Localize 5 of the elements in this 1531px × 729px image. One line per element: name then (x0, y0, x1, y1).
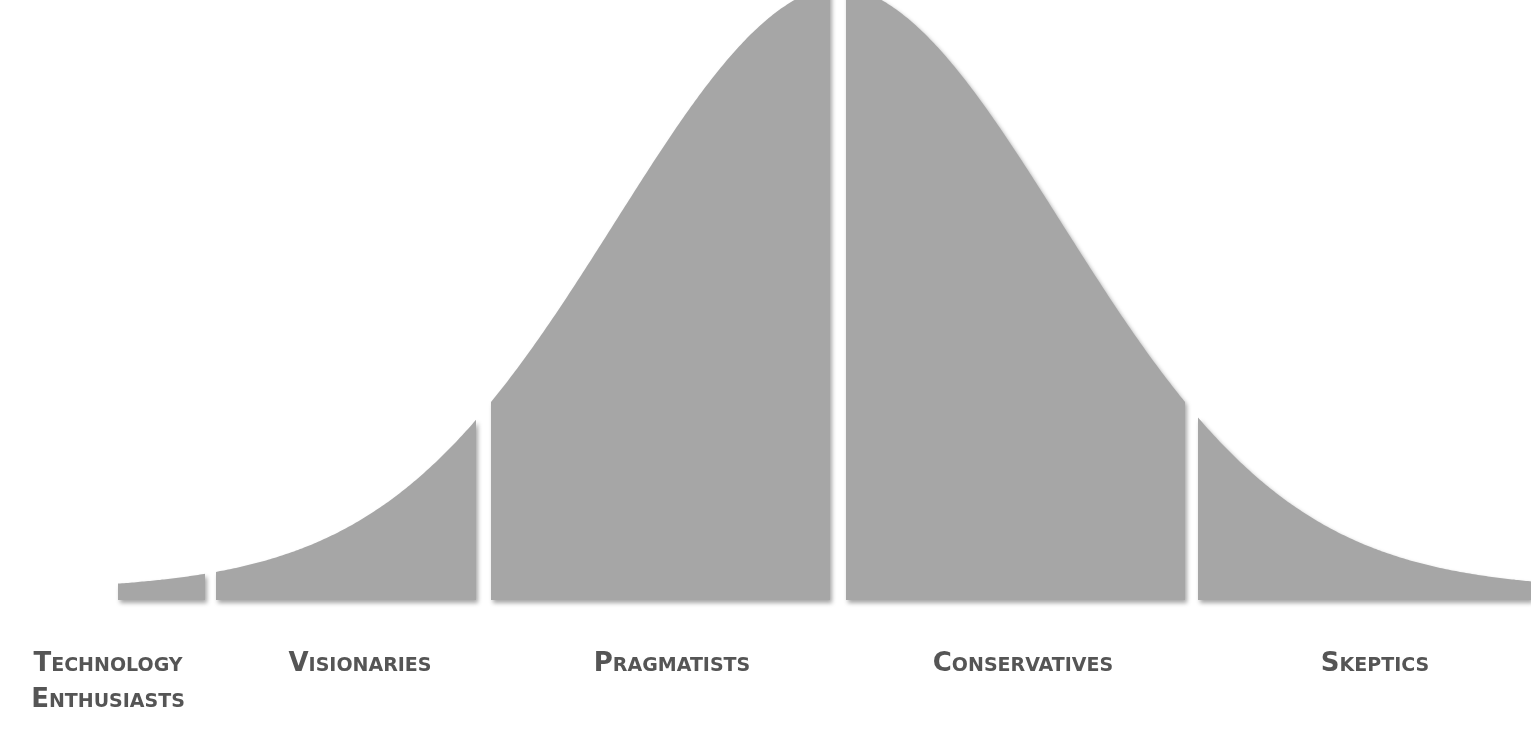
segment-label: VISIONARIES (287, 646, 433, 679)
segment-label: PRAGMATISTS (592, 646, 752, 679)
segment-label: TECHNOLOGY ENTHUSIASTS (30, 646, 186, 715)
segment-label: SKEPTICS (1319, 646, 1431, 679)
segment-label: CONSERVATIVES (931, 646, 1115, 679)
